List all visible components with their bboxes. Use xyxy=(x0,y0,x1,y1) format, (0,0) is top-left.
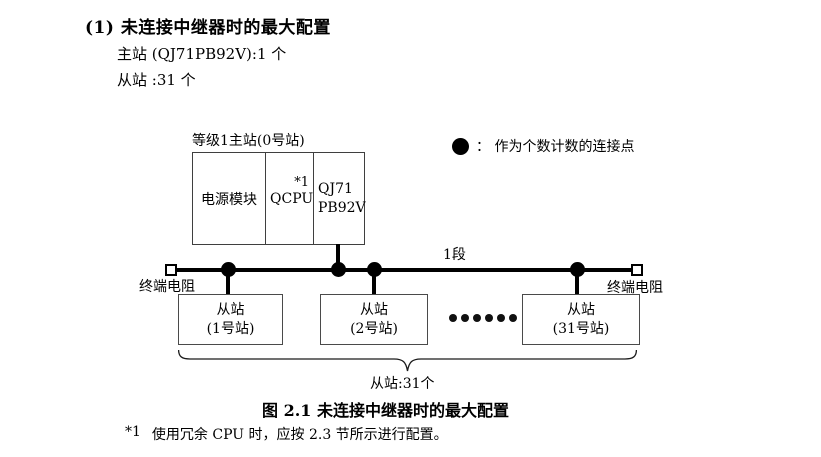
slave-box-1: 从站 (1号站) xyxy=(178,294,283,345)
footnote-marker: *1 xyxy=(125,424,141,440)
connection-point-dot xyxy=(367,262,382,277)
cpu-footnote-ref: *1 xyxy=(294,175,309,190)
slave-label-line1: 从站 xyxy=(567,301,595,318)
master-station-label: 等级1主站(0号站) xyxy=(192,133,305,149)
slave-box-2: 从站 (2号站) xyxy=(320,294,428,345)
network-module-line1: QJ71 xyxy=(318,180,353,197)
module-cell-power: 电源模块 xyxy=(193,153,266,244)
footnote: *1 使用冗余 CPU 时，应按 2.3 节所示进行配置。 xyxy=(125,424,448,444)
drop-line-master xyxy=(336,244,340,270)
legend-text: ： 作为个数计数的连接点 xyxy=(476,139,635,155)
legend: ： 作为个数计数的连接点 xyxy=(452,136,634,156)
connection-point-dot xyxy=(221,262,236,277)
ellipsis-dot xyxy=(461,314,469,322)
terminator-square-right xyxy=(631,264,643,276)
slave-label-line1: 从站 xyxy=(216,301,245,318)
connection-point-dot xyxy=(570,262,585,277)
ellipsis-dot xyxy=(449,314,457,322)
segment-label: 1段 xyxy=(443,247,466,263)
network-module-line2: PB92V xyxy=(318,199,366,216)
module-cell-cpu: *1 QCPU xyxy=(266,153,314,244)
ellipsis-dot xyxy=(509,314,517,322)
slave-label-line2: (2号站) xyxy=(350,320,398,337)
terminator-label-left: 终端电阻 xyxy=(139,279,195,295)
ellipsis-dot xyxy=(497,314,505,322)
ellipsis-dot xyxy=(473,314,481,322)
terminator-label-right: 终端电阻 xyxy=(607,280,663,296)
cpu-label: QCPU xyxy=(270,191,314,207)
slaves-ellipsis xyxy=(449,314,517,322)
drop-line-slave31 xyxy=(575,270,579,295)
slave-label-line2: (1号站) xyxy=(206,320,255,337)
slave-count-brace xyxy=(178,350,637,372)
slave-count-line: 从站 :31 个 xyxy=(117,71,196,89)
master-count-line: 主站 (QJ71PB92V):1 个 xyxy=(117,45,287,63)
section-title: (1) 未连接中继器时的最大配置 xyxy=(85,18,331,38)
footnote-text: 使用冗余 CPU 时，应按 2.3 节所示进行配置。 xyxy=(151,427,448,443)
master-station-box: 电源模块 *1 QCPU QJ71 PB92V xyxy=(192,152,366,245)
drop-line-slave1 xyxy=(226,270,230,295)
module-cell-network: QJ71 PB92V xyxy=(314,153,366,244)
slave-count-label: 从站:31个 xyxy=(370,376,435,392)
figure-caption: 图 2.1 未连接中继器时的最大配置 xyxy=(262,401,509,420)
terminator-square-left xyxy=(165,264,177,276)
drop-line-slave2 xyxy=(372,270,376,295)
connection-point-icon xyxy=(452,137,469,155)
slave-label-line2: (31号站) xyxy=(552,320,610,337)
slave-label-line1: 从站 xyxy=(360,301,388,318)
bus-line xyxy=(171,268,637,272)
ellipsis-dot xyxy=(485,314,493,322)
slave-box-31: 从站 (31号站) xyxy=(522,294,640,345)
